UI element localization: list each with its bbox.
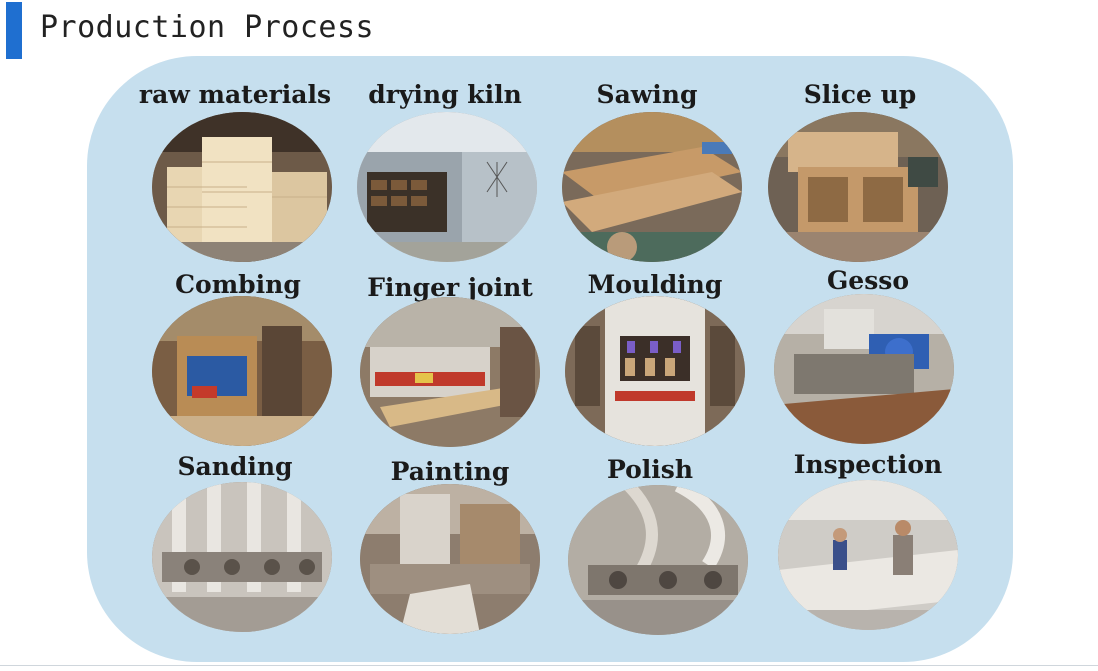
- painting-line-photo: [360, 484, 540, 634]
- step-label: Inspection: [793, 450, 943, 479]
- page-title: Production Process: [40, 10, 375, 45]
- combing-machine-photo: [152, 296, 332, 446]
- step-label: Polish: [606, 455, 694, 484]
- bottom-divider: [0, 665, 1098, 666]
- step-label: Slice up: [803, 80, 917, 109]
- step-label: Gesso: [826, 266, 910, 295]
- slicing-machine-photo: [768, 112, 948, 262]
- kiln-photo: [357, 112, 537, 262]
- gesso-machine-photo: [774, 294, 954, 444]
- title-accent-bar: [6, 2, 22, 59]
- moulding-machine-photo: [565, 296, 745, 446]
- step-label: Sanding: [177, 452, 293, 481]
- polish-machine-photo: [568, 485, 748, 635]
- step-label: drying kiln: [368, 80, 522, 109]
- sanding-machine-photo: [152, 482, 332, 632]
- step-label: raw materials: [138, 80, 332, 109]
- step-label: Combing: [175, 270, 301, 299]
- step-label: Painting: [390, 457, 510, 486]
- inspection-workers-photo: [778, 480, 958, 630]
- step-label: Sawing: [596, 80, 698, 109]
- step-label: Moulding: [587, 270, 723, 299]
- lumber-stack-photo: [152, 112, 332, 262]
- saw-table-photo: [562, 112, 742, 262]
- finger-joint-machine-photo: [360, 297, 540, 447]
